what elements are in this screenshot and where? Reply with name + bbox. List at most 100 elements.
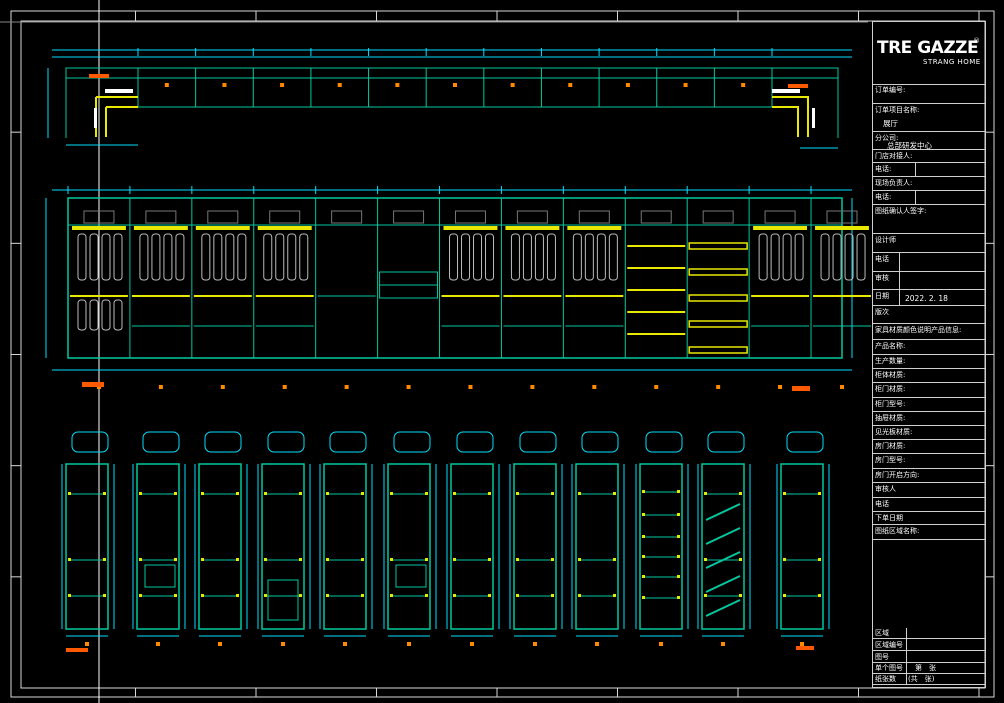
shoe-tray	[688, 346, 748, 354]
plan-rod-left	[105, 89, 133, 93]
section-node	[453, 558, 456, 561]
section-outline	[780, 463, 824, 630]
section-node	[677, 490, 680, 493]
plan-marker	[510, 83, 515, 87]
title-field-label: 电话	[875, 500, 889, 508]
section-marker	[156, 642, 160, 646]
section-drawer	[144, 564, 176, 588]
section-node	[103, 492, 106, 495]
title-field-label: 产品名称:	[875, 342, 906, 350]
section-outline	[323, 463, 367, 630]
title-field-27: 图纸区域名称:	[873, 525, 985, 540]
title-footer-4: 纸张数(共 张)	[873, 674, 985, 685]
elevation-marker	[778, 385, 783, 389]
title-footer-2: 图号	[873, 652, 985, 663]
garment-icon	[101, 233, 111, 281]
section-marker	[721, 642, 725, 646]
registered-icon: ®	[973, 37, 980, 45]
section-node	[818, 594, 821, 597]
garment-icon	[485, 233, 495, 281]
section-node	[704, 594, 707, 597]
title-field-22: 房门型号:	[873, 454, 985, 469]
title-field-label: 审核人	[875, 485, 896, 493]
hanging-rod	[257, 226, 312, 230]
title-field-14: 产品名称:	[873, 340, 985, 355]
plan-corner-left	[95, 96, 138, 137]
section-node	[201, 594, 204, 597]
title-footer-label: 图号	[875, 653, 889, 661]
elevation-light	[764, 210, 796, 224]
title-field-label: 见光板材质:	[875, 428, 913, 436]
plan-tag-left	[89, 74, 109, 78]
section-label-bubble	[204, 431, 242, 453]
elevation-marker	[530, 385, 535, 389]
title-field-label: 图纸确认人签字:	[875, 207, 927, 215]
section-marker	[281, 642, 285, 646]
section-outline	[575, 463, 619, 630]
section-node	[818, 492, 821, 495]
elevation-light	[454, 210, 486, 224]
section-label-bubble	[393, 431, 431, 453]
title-field-15: 生产数量:	[873, 355, 985, 369]
shoe-tray	[688, 320, 748, 328]
section-node	[642, 555, 645, 558]
hanging-rod	[133, 226, 188, 230]
garment-icon	[832, 233, 842, 281]
section-node	[551, 558, 554, 561]
section-node	[488, 594, 491, 597]
title-field-label: 生产数量:	[875, 357, 906, 365]
title-footer-label: 单个图号	[875, 664, 903, 672]
title-field-25: 电话	[873, 498, 985, 512]
title-field-label: 分公司:	[875, 134, 899, 142]
section-outline	[639, 463, 683, 630]
title-field-label: 电话	[875, 255, 889, 263]
title-separator	[899, 253, 900, 290]
title-field-1: 订单项目名称:	[873, 104, 985, 132]
section-node	[174, 492, 177, 495]
section-node	[264, 558, 267, 561]
garment-icon	[225, 233, 235, 281]
section-node	[68, 558, 71, 561]
section-views	[61, 431, 830, 652]
title-field-26: 下单日期	[873, 512, 985, 525]
section-drawer	[395, 564, 427, 588]
title-footer-separator	[906, 628, 907, 685]
elevation-light	[393, 210, 425, 224]
garment-icon	[608, 233, 618, 281]
plan-marker	[164, 83, 169, 87]
section-node	[488, 558, 491, 561]
garment-icon	[201, 233, 211, 281]
garment-icon	[572, 233, 582, 281]
title-field-label: 现场负责人:	[875, 179, 913, 187]
garment-icon	[461, 233, 471, 281]
section-node	[783, 492, 786, 495]
hanging-rod	[505, 226, 560, 230]
title-field-label: 柜门材质:	[875, 385, 906, 393]
section-marker	[533, 642, 537, 646]
plan-rod-right	[772, 89, 800, 93]
title-field-3: 门店对接人:	[873, 150, 985, 163]
plan-marker	[568, 83, 573, 87]
section-node	[642, 535, 645, 538]
title-field-7: 图纸确认人签字:	[873, 205, 985, 234]
elevation-light	[640, 210, 672, 224]
section-node	[425, 492, 428, 495]
section-shoe-rack	[705, 575, 741, 593]
garment-icon	[758, 233, 768, 281]
section-node	[516, 492, 519, 495]
section-node	[677, 596, 680, 599]
title-field-label: 审核	[875, 274, 889, 282]
garment-icon	[820, 233, 830, 281]
section-outline	[450, 463, 494, 630]
section-label-bubble	[581, 431, 619, 453]
title-field-label: 设计师	[875, 236, 896, 244]
garment-icon	[856, 233, 866, 281]
section-node	[361, 558, 364, 561]
section-shoe-rack	[705, 503, 741, 521]
title-field-24: 审核人	[873, 483, 985, 498]
elevation-light	[516, 210, 548, 224]
title-field-label: 房门型号:	[875, 456, 906, 464]
section-marker	[595, 642, 599, 646]
section-node	[516, 558, 519, 561]
title-field-value: 总部研发中心	[887, 141, 932, 150]
